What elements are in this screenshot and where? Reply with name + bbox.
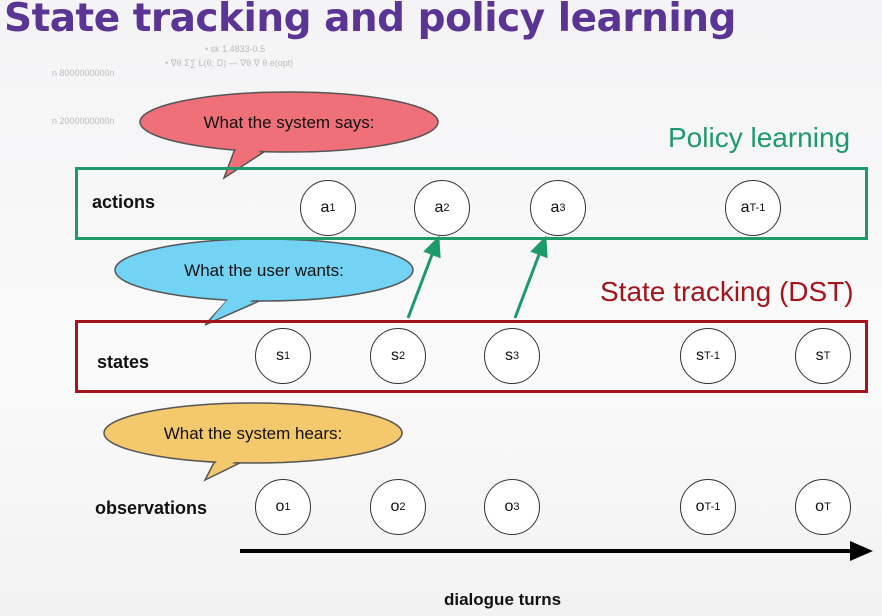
- faint-background-text: n 2000000000n: [52, 116, 115, 126]
- policy-learning-label: Policy learning: [668, 122, 851, 153]
- bubble-system-hears: What the system hears:: [103, 402, 403, 482]
- dialogue-turns-axis: [240, 541, 873, 561]
- observations-row-label: observations: [95, 498, 208, 518]
- axis-arrow-head: [850, 541, 873, 561]
- states-row-box: [75, 320, 868, 393]
- arrow-head-a3: [530, 235, 548, 259]
- arrow-s3-a3: [513, 251, 542, 319]
- faint-background-text: n 8000000000n: [52, 68, 115, 78]
- arrow-s2-a2: [406, 251, 435, 319]
- bubble-system-says-text: What the system says:: [204, 113, 375, 132]
- arrow-head-a2: [423, 235, 441, 259]
- state-to-action-arrows: [406, 235, 548, 319]
- bubble-system-hears-text: What the system hears:: [164, 424, 343, 443]
- actions-row-box: [75, 167, 868, 240]
- bubble-user-wants: What the user wants:: [114, 238, 414, 326]
- bubble-system-says: What the system says:: [139, 91, 439, 180]
- faint-background-text: • ∇θ Σ∑ L(θ; D) — ∇θ ∇ θ e(opt): [165, 58, 294, 68]
- dialogue-turns-label: dialogue turns: [444, 590, 562, 609]
- slide-title: State tracking and policy learning: [4, 0, 736, 41]
- bubble-user-wants-text: What the user wants:: [184, 261, 344, 280]
- actions-row-label: actions: [92, 192, 156, 212]
- state-tracking-label: State tracking (DST): [600, 276, 854, 307]
- faint-background-text: • sk 1.4833-0.5: [205, 44, 266, 54]
- states-row-label: states: [97, 352, 150, 372]
